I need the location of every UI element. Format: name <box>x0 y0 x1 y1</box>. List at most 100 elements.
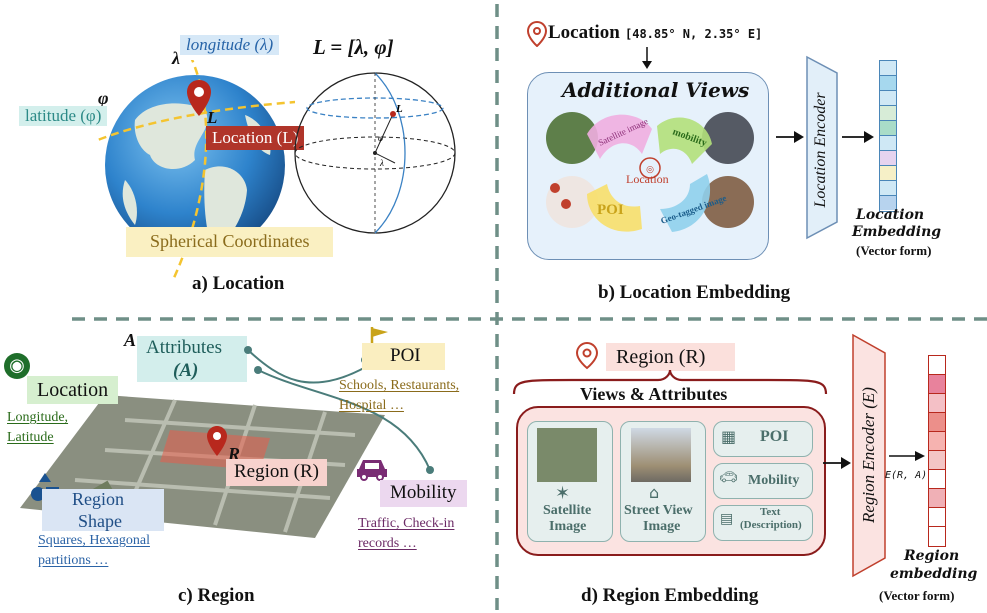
arrow-to-vector <box>842 131 874 143</box>
poi-label: POI <box>362 343 445 370</box>
vector-cell <box>929 527 945 545</box>
vector-cell <box>929 394 945 413</box>
region-encoder-label: Region Encoder (E) <box>859 387 878 523</box>
shape-description-1: Squares, Hexagonal <box>38 533 150 548</box>
views-wheel: Satellite image mobility POI Geo-tagged … <box>546 112 754 232</box>
location-coords: [48.85° N, 2.35° E] <box>625 27 763 41</box>
street-view-label-1: Street View <box>624 503 693 518</box>
region-label: Region (R) <box>226 459 327 486</box>
region-shape-box <box>42 489 164 531</box>
lambda-symbol: λ <box>172 48 180 68</box>
svg-text:◎: ◎ <box>646 164 654 174</box>
mobility-chip <box>713 463 813 499</box>
car-icon <box>357 460 387 481</box>
region-embedding-label-1: Region <box>904 548 960 564</box>
panel-d-caption: d) Region Embedding <box>581 585 759 606</box>
down-arrow <box>642 47 652 69</box>
poi-chip-label: POI <box>760 428 789 445</box>
latitude-label: latitude (φ) <box>19 106 108 127</box>
building-icon: ▦ <box>721 427 737 446</box>
region-pin-icon <box>575 342 599 370</box>
satellite-label-2: Image <box>549 519 587 534</box>
panel-b-caption: b) Location Embedding <box>598 282 791 303</box>
satellite-thumbnail <box>537 428 597 482</box>
mobility-description-2: records … <box>358 536 417 551</box>
location-pin-icon <box>527 21 547 47</box>
vector-cell <box>880 76 896 91</box>
vector-cell <box>880 121 896 136</box>
text-chip-label-2: (Description) <box>740 519 802 531</box>
L-symbol: L <box>207 108 218 127</box>
A-symbol: A <box>124 330 137 350</box>
region-title: Region (R) <box>606 343 736 371</box>
location-label: Location (L) <box>206 126 305 151</box>
mobility-chip-label: Mobility <box>748 473 800 488</box>
vector-cell <box>929 413 945 432</box>
vector-cell <box>929 470 945 489</box>
wheel-center-label: Location <box>626 172 669 186</box>
location-embedding-vector <box>879 60 897 212</box>
vector-cell <box>880 136 896 151</box>
region-shape-label-1: Region <box>72 489 124 509</box>
longitude-label: longitude (λ) <box>180 35 280 56</box>
street-icon: ⌂ <box>649 483 660 502</box>
sphere-diagram: L φ λ <box>294 72 456 234</box>
svg-text:φ: φ <box>378 133 383 143</box>
satellite-label-1: Satellite <box>543 503 592 518</box>
region-embedding-label-3: (Vector form) <box>879 588 955 603</box>
brace <box>512 370 828 395</box>
satellite-icon: ✶ <box>555 483 571 504</box>
poi-chip <box>713 421 813 457</box>
shape-description-2: partitions … <box>38 553 109 568</box>
car-icon: 🚗︎ <box>719 468 739 486</box>
vector-cell <box>929 432 945 451</box>
location-title: Location <box>548 22 620 43</box>
svg-text:λ: λ <box>379 158 384 168</box>
location-description-2: Latitude <box>7 430 54 445</box>
location-pin-icon <box>187 80 211 116</box>
vector-cell <box>880 106 896 121</box>
location-attr-label: Location <box>27 376 119 404</box>
spherical-coordinates-label: Spherical Coordinates <box>126 227 334 257</box>
svg-text:L: L <box>395 103 403 115</box>
vector-cell <box>880 196 896 210</box>
vector-cell <box>880 151 896 166</box>
svg-text:POI: POI <box>597 202 624 218</box>
vector-cell <box>929 489 945 508</box>
encoder-function-label: E(R, A) <box>885 470 928 481</box>
earth-icon: ◉ <box>4 353 30 379</box>
text-chip <box>713 505 813 541</box>
location-description-1: Longitude, <box>7 410 69 425</box>
mobility-label: Mobility <box>380 480 467 507</box>
attributes-label-2: (A) <box>173 360 199 381</box>
vector-cell <box>929 375 945 394</box>
document-icon: ▤ <box>720 511 734 527</box>
region-shape-label-2: Shape <box>78 511 122 531</box>
arrow-to-region-vector <box>889 451 925 461</box>
text-chip-label-1: Text <box>760 506 781 518</box>
additional-views-box <box>527 72 769 260</box>
vector-cell <box>880 166 896 181</box>
vector-cell <box>929 356 945 375</box>
phi-symbol: φ <box>98 88 109 108</box>
views-attributes-title: Views & Attributes <box>580 384 728 404</box>
mobility-description-1: Traffic, Check-in <box>358 516 455 531</box>
location-embedding-label-3: (Vector form) <box>856 243 932 258</box>
region-pin-icon <box>207 426 227 456</box>
street-view-thumbnail <box>631 428 691 482</box>
vector-cell <box>880 61 896 76</box>
region-encoder-shape <box>852 333 886 578</box>
attributes-label-1: Attributes <box>146 337 222 358</box>
vector-cell <box>929 451 945 470</box>
region-embedding-vector <box>928 355 946 547</box>
attributes-box <box>137 336 247 382</box>
vector-cell <box>929 508 945 527</box>
region-embedding-label-2: embedding <box>890 566 978 582</box>
arrow-to-region-encoder <box>823 457 851 469</box>
location-embedding-label-1: Location <box>856 207 925 223</box>
location-embedding-label-2: Embedding <box>852 224 942 240</box>
poi-description-2: Hospital … <box>339 398 404 413</box>
street-view-label-2: Image <box>643 519 681 534</box>
additional-views-title: Additional Views <box>562 78 750 102</box>
